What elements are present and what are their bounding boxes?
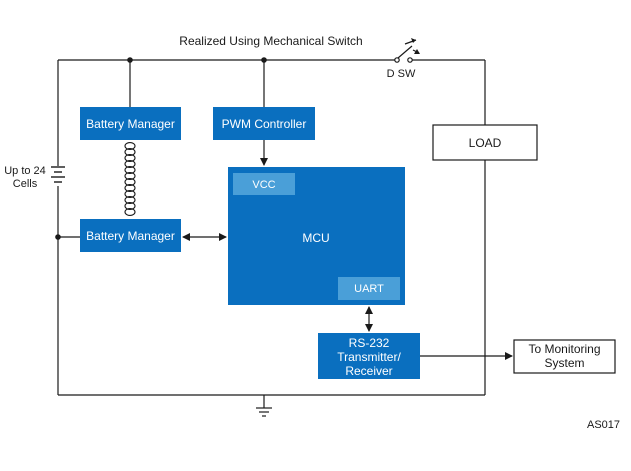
ground-icon	[256, 407, 272, 417]
monitoring-label-line1: To Monitoring	[528, 342, 600, 356]
cells-label-line1: Up to 24	[4, 165, 46, 177]
rs232-label-line1: RS-232	[349, 336, 390, 350]
battery-manager-bottom: Battery Manager	[80, 219, 181, 252]
load-label: LOAD	[469, 136, 502, 150]
junction-dots	[55, 57, 267, 240]
monitoring-label-line2: System	[544, 356, 584, 370]
rs232-label-line2: Transmitter/	[337, 350, 401, 364]
battery-manager-top: Battery Manager	[80, 107, 181, 140]
switch-title: Realized Using Mechanical Switch	[179, 34, 362, 48]
uart-block	[338, 277, 400, 300]
mcu-label: MCU	[302, 231, 329, 245]
vcc-label: VCC	[252, 179, 275, 191]
battery-manager-bottom-label: Battery Manager	[86, 229, 175, 243]
rs232-label-line3: Receiver	[345, 364, 392, 378]
pwm-controller-label: PWM Controller	[222, 117, 307, 131]
mcu-block: MCU VCC UART	[228, 167, 405, 305]
switch-icon	[394, 38, 420, 63]
load-block: LOAD	[432, 124, 538, 161]
uart-label: UART	[354, 283, 384, 295]
battery-icon	[51, 166, 65, 183]
switch-label: D SW	[387, 68, 416, 80]
vcc-block	[233, 173, 295, 195]
pwm-controller: PWM Controller	[213, 107, 315, 140]
cells-label-line2: Cells	[13, 178, 38, 190]
wiring	[57, 59, 486, 408]
figure-id: AS017	[587, 419, 620, 431]
monitoring-system-block: To Monitoring System	[513, 339, 616, 374]
coil-link-icon	[124, 142, 136, 216]
rs232-block: RS-232 Transmitter/ Receiver	[318, 333, 420, 379]
battery-manager-top-label: Battery Manager	[86, 117, 175, 131]
